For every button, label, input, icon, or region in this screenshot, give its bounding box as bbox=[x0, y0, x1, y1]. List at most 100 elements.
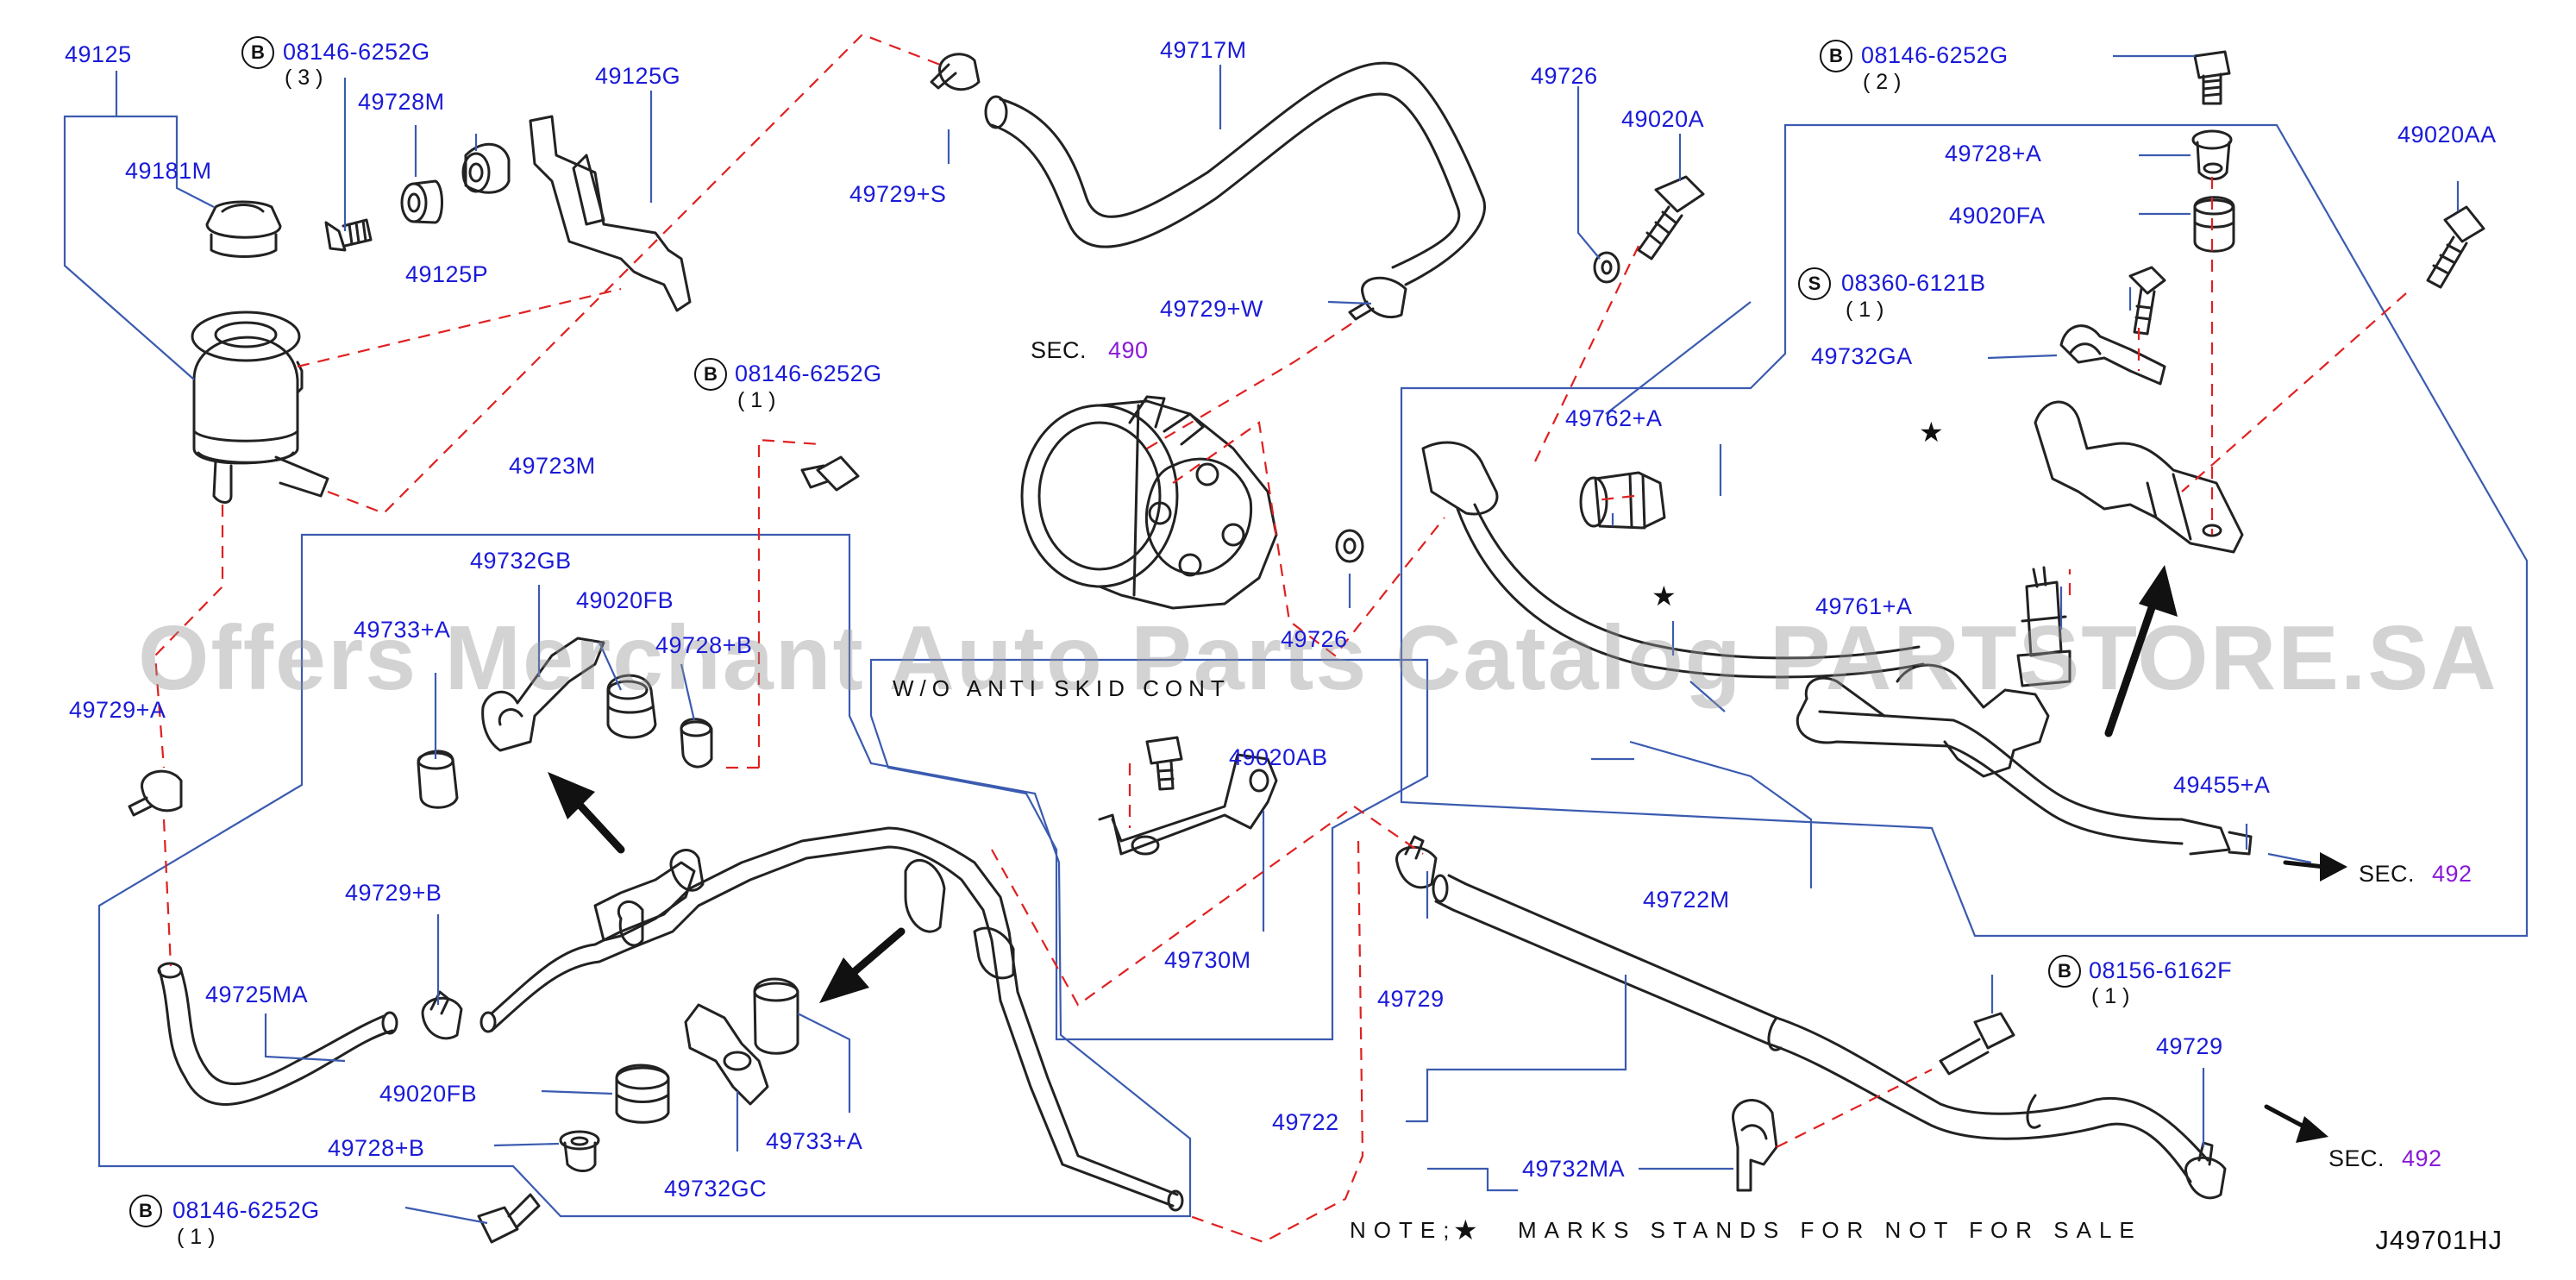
sleeve-49733a-bottom bbox=[753, 977, 799, 1055]
label-49728b-top: 49728+B bbox=[655, 632, 753, 658]
bracket-49125g bbox=[529, 115, 692, 312]
label-49722m: 49722M bbox=[1643, 887, 1730, 913]
bracket-49732gc bbox=[684, 1003, 769, 1106]
label-49729s: 49729+S bbox=[849, 181, 947, 207]
bolt-08146-1-bottom bbox=[477, 1193, 541, 1244]
clamp-49729w bbox=[1348, 276, 1407, 321]
watermark-text: Offers Merchant Auto Parts Catalog PARTS… bbox=[138, 607, 2498, 709]
power-steering-pump bbox=[1020, 395, 1278, 610]
arrow-head-downleft bbox=[819, 957, 869, 1003]
label-49729-lower-right: 49729 bbox=[2156, 1033, 2223, 1059]
label-49728m: 49728M bbox=[358, 89, 445, 115]
reservoir-cap bbox=[205, 200, 282, 258]
pressure-switch-49761a bbox=[2016, 566, 2071, 687]
label-49733a-top: 49733+A bbox=[354, 617, 451, 643]
qty-1-08156: ( 1 ) bbox=[2091, 984, 2130, 1008]
washer-49726-bottom bbox=[1335, 529, 1364, 563]
label-49726-top: 49726 bbox=[1531, 63, 1598, 89]
label-49125: 49125 bbox=[65, 41, 132, 67]
return-tube-49722 bbox=[1432, 874, 2209, 1183]
label-49732ma: 49732MA bbox=[1522, 1156, 1626, 1182]
clip-49732ma bbox=[1732, 1099, 1778, 1192]
screw-circle-s: S bbox=[1798, 267, 1831, 300]
grommet-49020fa bbox=[2193, 196, 2235, 253]
label-49726-bottom: 49726 bbox=[1281, 626, 1348, 652]
note-text: MARKS STANDS FOR NOT FOR SALE bbox=[1518, 1217, 2142, 1243]
grommet-49020fb-bottom bbox=[615, 1064, 670, 1124]
dashed-relationship-lines bbox=[154, 33, 2407, 1244]
clamp-49729b bbox=[421, 990, 463, 1040]
bracket-49730m bbox=[1098, 753, 1278, 856]
bolt-08156 bbox=[1939, 1012, 2015, 1076]
label-49762a: 49762+A bbox=[1565, 405, 1663, 431]
bracket-49732gb bbox=[481, 637, 605, 752]
sec-492-lower-number: 492 bbox=[2402, 1145, 2442, 1171]
washer-49728b-bottom bbox=[559, 1130, 600, 1172]
qty-2: ( 2 ) bbox=[1863, 70, 1902, 94]
hose-49717m bbox=[984, 61, 1486, 286]
label-49729w: 49729+W bbox=[1160, 296, 1263, 322]
label-49125g: 49125G bbox=[595, 63, 681, 89]
bolt-49020aa bbox=[2426, 205, 2485, 289]
label-49020fa: 49020FA bbox=[1949, 203, 2046, 229]
without-anti-skid-note: W/O ANTI SKID CONT bbox=[893, 675, 1231, 701]
return-tube-49723m bbox=[479, 826, 1184, 1212]
label-08146-6252g-2: 08146-6252G bbox=[1861, 42, 2009, 68]
sleeve-49733a-top bbox=[417, 750, 459, 809]
bolt-49020ab bbox=[1145, 736, 1183, 791]
star-hose-marker: ★ bbox=[1652, 580, 1677, 612]
label-49732gb: 49732GB bbox=[470, 548, 572, 574]
bracket-49732ga bbox=[2059, 324, 2166, 386]
return-hose-49725ma bbox=[157, 962, 398, 1106]
sec-490-text: SEC. bbox=[1031, 337, 1087, 363]
note-star: ★ bbox=[1453, 1214, 1478, 1245]
label-49020ab: 49020AB bbox=[1229, 744, 1328, 770]
clamp-49729-lower-right bbox=[2184, 1141, 2227, 1200]
qty-1-bottom: ( 1 ) bbox=[177, 1225, 216, 1249]
label-49723m: 49723M bbox=[509, 453, 596, 479]
drawing-reference-number: J49701HJ bbox=[2375, 1225, 2503, 1255]
label-49455a: 49455+A bbox=[2173, 772, 2271, 798]
label-49732gc: 49732GC bbox=[664, 1176, 768, 1202]
label-49717m: 49717M bbox=[1160, 37, 1247, 63]
label-08360-6121b: 08360-6121B bbox=[1841, 270, 1986, 296]
sec-arrow-lines bbox=[2264, 860, 2327, 1131]
label-49732ga: 49732GA bbox=[1811, 343, 1913, 369]
qty-1-middle: ( 1 ) bbox=[737, 388, 776, 412]
label-49728b-bottom: 49728+B bbox=[328, 1135, 425, 1161]
label-49020fb-bottom: 49020FB bbox=[379, 1081, 478, 1107]
arrow-head-sec492a bbox=[2320, 852, 2347, 882]
sec-492-upper-text: SEC. bbox=[2359, 861, 2416, 887]
bolt-08146-1-middle bbox=[800, 455, 860, 492]
label-49020aa: 49020AA bbox=[2397, 122, 2497, 147]
label-49728a: 49728+A bbox=[1945, 141, 2042, 166]
bolt-circle-b-3: B bbox=[241, 36, 274, 69]
label-49730m: 49730M bbox=[1164, 947, 1251, 973]
label-49725ma: 49725MA bbox=[205, 982, 309, 1007]
bolt-circle-b-1-bottom: B bbox=[129, 1195, 162, 1227]
label-49722: 49722 bbox=[1272, 1109, 1339, 1135]
label-49020fb-top: 49020FB bbox=[576, 587, 674, 613]
bolt-circle-b-2: B bbox=[1820, 40, 1852, 72]
label-49729a: 49729+A bbox=[69, 697, 166, 723]
clamp-49729-lower-middle bbox=[1395, 835, 1438, 889]
bolt-49020a bbox=[1637, 175, 1705, 260]
leader-lines bbox=[63, 54, 2529, 1225]
pressure-hose-49722m bbox=[1421, 441, 2253, 856]
qty-3: ( 3 ) bbox=[285, 66, 323, 90]
bolt-08146-2 bbox=[2193, 50, 2231, 105]
washer-49726-top bbox=[1593, 251, 1620, 284]
washer-49728b-top bbox=[680, 718, 713, 769]
fitting-49762a bbox=[1579, 471, 1666, 530]
washer-49728a bbox=[2191, 129, 2233, 180]
arrow-head-up bbox=[2139, 565, 2178, 617]
reservoir-tank bbox=[191, 311, 329, 504]
sec-490-number: 490 bbox=[1108, 337, 1149, 363]
label-49729-lower-middle: 49729 bbox=[1377, 986, 1445, 1012]
bolt-08146-3 bbox=[324, 218, 373, 252]
grommet-49020fb-top bbox=[606, 674, 657, 739]
bolt-circle-b-08156: B bbox=[2048, 955, 2081, 988]
arrow-head-sec492b bbox=[2296, 1116, 2328, 1143]
label-08146-6252g-3: 08146-6252G bbox=[283, 39, 430, 65]
